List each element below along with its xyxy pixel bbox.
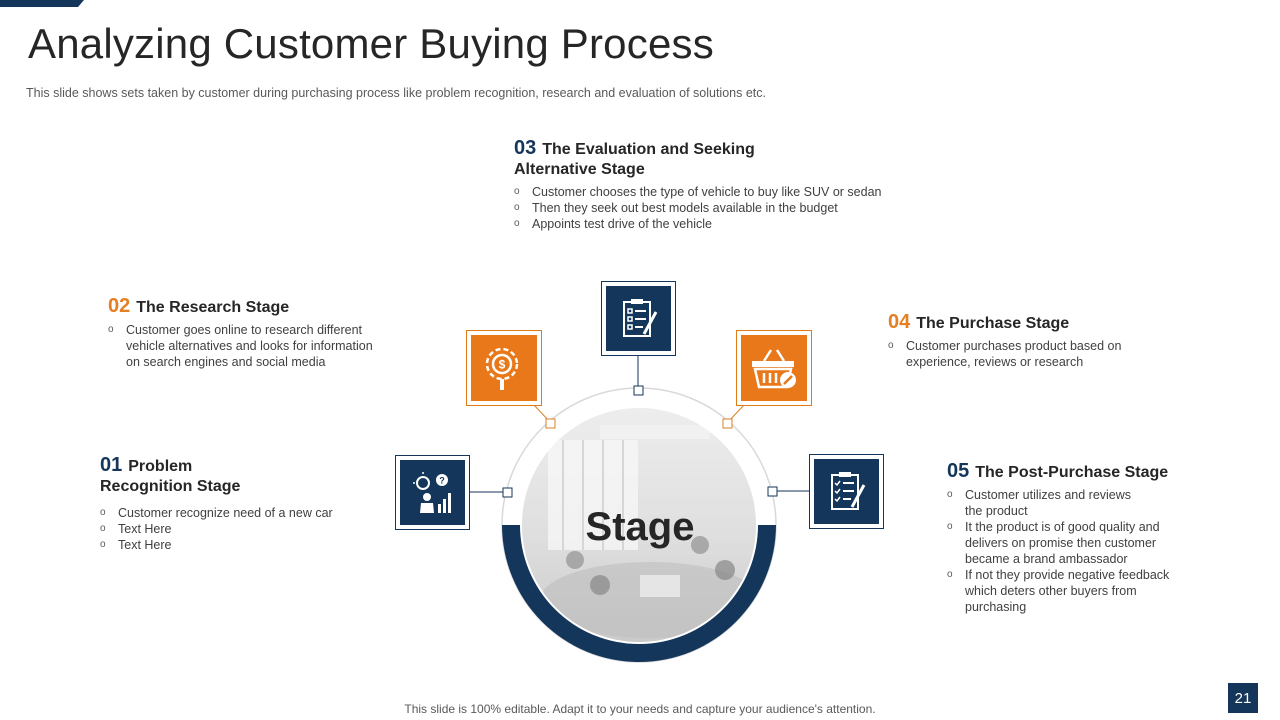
navy-half-ring: [502, 525, 776, 662]
connector-node-05: [767, 486, 778, 497]
stage-04-number: 04: [888, 311, 911, 333]
stage-04-bullets: Customer purchases product based on expe…: [888, 338, 1148, 370]
list-item: Customer utilizes and reviews the produc…: [947, 487, 1177, 519]
connector-node-02: [545, 418, 556, 429]
stage-01-number: 01: [100, 454, 123, 476]
idea-chart-icon: ?: [412, 471, 451, 513]
stage-03-title-line1: The Evaluation and Seeking: [542, 141, 755, 158]
list-item: Customer purchases product based on expe…: [888, 338, 1148, 370]
stage-05-icon-box: [809, 454, 884, 529]
checklist-icon: [622, 298, 657, 337]
meeting-room-photo: [522, 408, 756, 642]
center-stage-label: Stage: [585, 505, 695, 549]
footer-note: This slide is 100% editable. Adapt it to…: [404, 702, 876, 716]
stage-04-block: 04 The Purchase Stage Customer purchases …: [888, 312, 1158, 370]
dollar-search-icon: $: [485, 347, 519, 390]
shopping-basket-icon: [752, 349, 796, 389]
list-item: Customer recognize need of a new car: [100, 505, 380, 521]
stage-01-block: 01 Problem Recognition Stage Customer rec…: [100, 455, 380, 553]
connector-node-03: [633, 385, 644, 396]
stage-03-block: 03 The Evaluation and Seeking Alternative…: [514, 138, 914, 232]
stage-02-block: 02 The Research Stage Customer goes onlin…: [108, 296, 393, 370]
stage-01-icon-box: ?: [395, 455, 470, 530]
feedback-checklist-icon: [830, 471, 865, 510]
stage-02-heading: 02 The Research Stage: [108, 296, 393, 318]
svg-text:?: ?: [439, 475, 445, 485]
list-item: Appoints test drive of the vehicle: [514, 216, 914, 232]
list-item: Then they seek out best models available…: [514, 200, 914, 216]
stage-04-icon-box: [736, 330, 812, 406]
stage-03-number: 03: [514, 137, 537, 159]
stage-02-number: 02: [108, 295, 131, 317]
stage-01-title-line1: Problem: [128, 458, 193, 475]
list-item: Customer chooses the type of vehicle to …: [514, 184, 914, 200]
stage-05-title: The Post-Purchase Stage: [975, 464, 1169, 481]
list-item: Customer goes online to research differe…: [108, 322, 378, 370]
slide-title: Analyzing Customer Buying Process: [28, 20, 714, 67]
list-item: Text Here: [100, 537, 380, 553]
svg-text:$: $: [499, 358, 506, 372]
stage-03-heading: 03 The Evaluation and Seeking Alternative…: [514, 138, 914, 180]
list-item: It the product is of good quality and de…: [947, 519, 1177, 567]
stage-03-title-line2: Alternative Stage: [514, 161, 645, 178]
stage-03-icon-box: [601, 281, 676, 356]
stage-04-title: The Purchase Stage: [916, 315, 1070, 332]
connector-node-01: [502, 487, 513, 498]
stage-01-title-line2: Recognition Stage: [100, 478, 241, 495]
stage-05-heading: 05 The Post-Purchase Stage: [947, 461, 1187, 483]
list-item: Text Here: [100, 521, 380, 537]
stage-03-bullets: Customer chooses the type of vehicle to …: [514, 184, 914, 232]
connector-node-04: [722, 418, 733, 429]
list-item: If not they provide negative feedback wh…: [947, 567, 1177, 615]
stage-05-number: 05: [947, 460, 970, 482]
header-accent-bar: [0, 0, 84, 7]
stage-04-heading: 04 The Purchase Stage: [888, 312, 1158, 334]
stage-05-block: 05 The Post-Purchase Stage Customer utili…: [947, 461, 1187, 615]
stage-02-title: The Research Stage: [136, 299, 290, 316]
slide-subtitle: This slide shows sets taken by customer …: [26, 86, 766, 100]
stage-02-bullets: Customer goes online to research differe…: [108, 322, 378, 370]
stage-05-bullets: Customer utilizes and reviews the produc…: [947, 487, 1177, 615]
stage-01-bullets: Customer recognize need of a new car Tex…: [100, 505, 380, 553]
stage-02-icon-box: $: [466, 330, 542, 406]
page-number: 21: [1228, 683, 1258, 713]
stage-01-heading: 01 Problem Recognition Stage: [100, 455, 380, 497]
